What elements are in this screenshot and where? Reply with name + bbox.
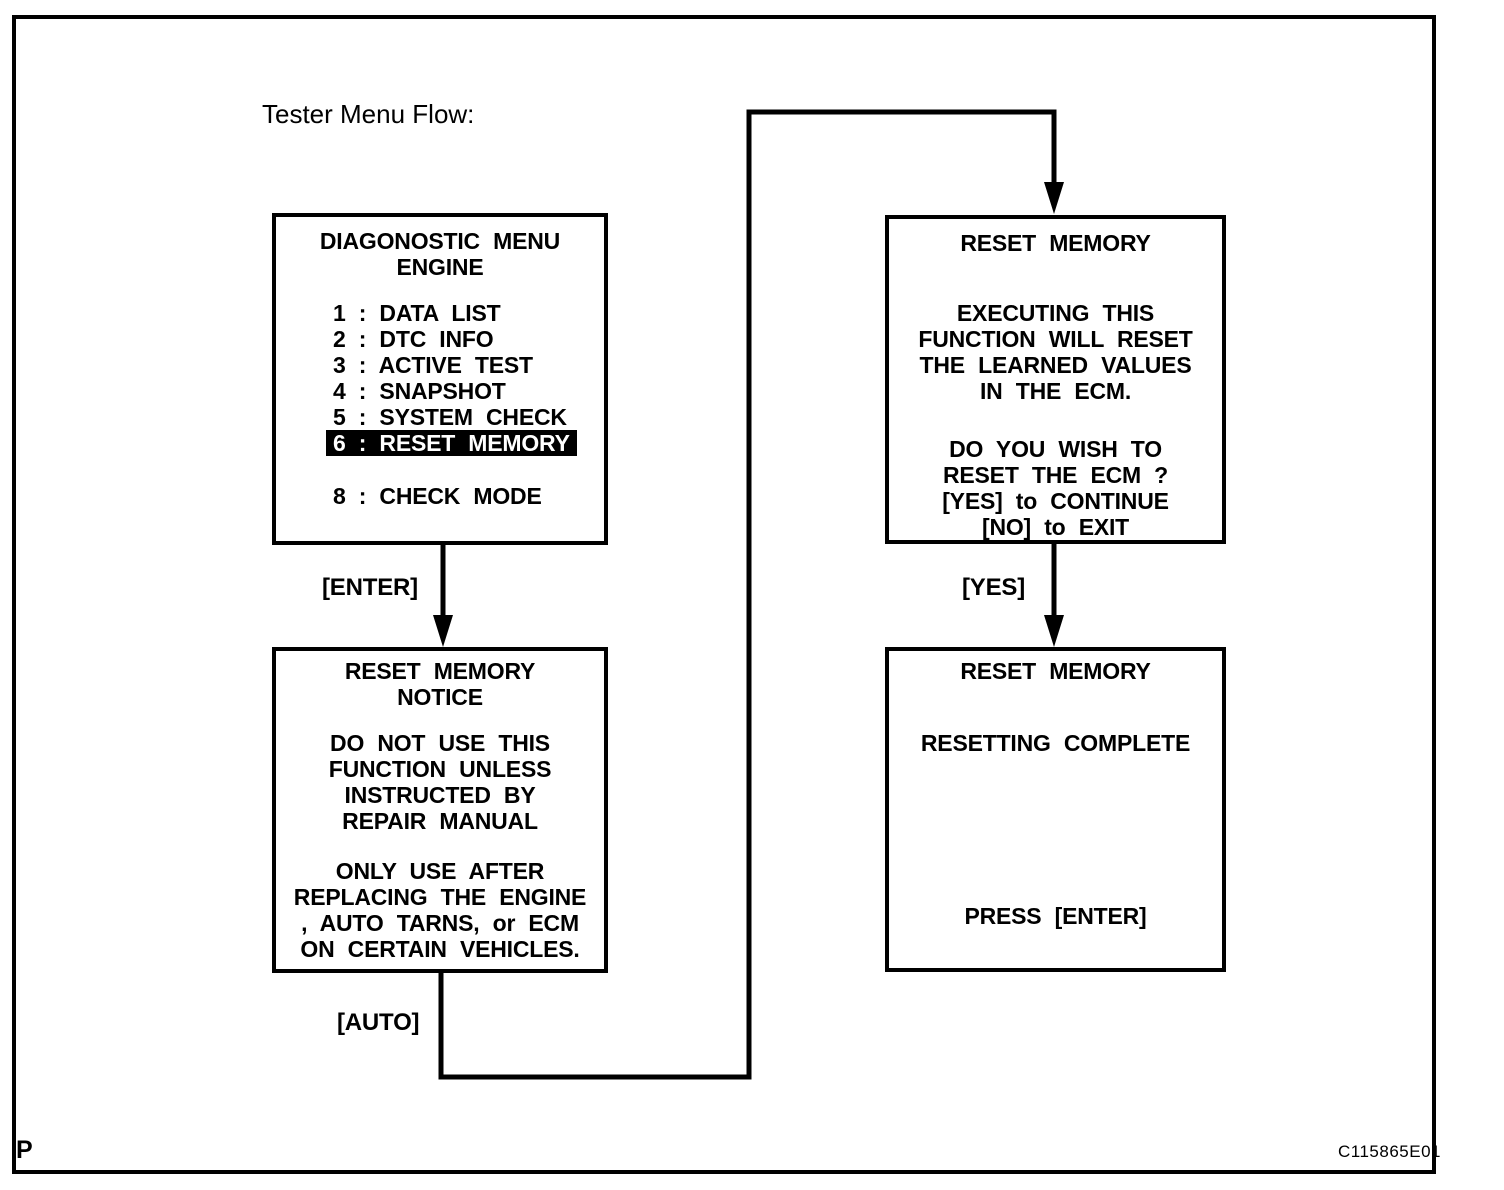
enter-arrowhead bbox=[433, 615, 453, 647]
confirm-body-text: EXECUTING THIS FUNCTION WILL RESET THE L… bbox=[889, 300, 1222, 404]
body-line: THE LEARNED VALUES bbox=[919, 352, 1192, 378]
figure-code: C115865E01 bbox=[1338, 1142, 1441, 1161]
auto-arrowhead bbox=[1044, 182, 1064, 214]
screen-subheading: ENGINE bbox=[396, 254, 484, 280]
menu-item-active-test: 3 : ACTIVE TEST bbox=[333, 352, 533, 378]
notice-usage-text: ONLY USE AFTER REPLACING THE ENGINE , AU… bbox=[276, 858, 604, 962]
body-line: ON CERTAIN VEHICLES. bbox=[300, 936, 580, 962]
menu-item-reset-memory-selected: 6 : RESET MEMORY bbox=[326, 430, 604, 456]
screen-diagnostic-menu: DIAGONOSTIC MENU ENGINE 1 : DATA LIST 2 … bbox=[272, 213, 608, 545]
body-line: INSTRUCTED BY bbox=[344, 782, 536, 808]
screen-heading: RESET MEMORY bbox=[344, 658, 536, 684]
body-line: REPAIR MANUAL bbox=[342, 808, 538, 834]
body-line: IN THE ECM. bbox=[979, 378, 1132, 404]
screen-reset-memory-confirm: RESET MEMORY EXECUTING THIS FUNCTION WIL… bbox=[885, 215, 1226, 544]
screen-heading: DIAGONOSTIC MENU bbox=[319, 228, 561, 254]
body-line: REPLACING THE ENGINE bbox=[293, 884, 587, 910]
body-line: RESET THE ECM ? bbox=[942, 462, 1168, 488]
body-line: [NO] to EXIT bbox=[981, 514, 1130, 540]
body-line: EXECUTING THIS bbox=[956, 300, 1155, 326]
notice-warning-text: DO NOT USE THIS FUNCTION UNLESS INSTRUCT… bbox=[276, 730, 604, 834]
enter-edge-label: [ENTER] bbox=[322, 574, 418, 601]
page-border-frame bbox=[12, 15, 1436, 1174]
menu-item-snapshot: 4 : SNAPSHOT bbox=[333, 378, 506, 404]
screen-resetting-complete: RESET MEMORY RESETTING COMPLETE PRESS [E… bbox=[885, 647, 1226, 972]
yes-arrowhead bbox=[1044, 615, 1064, 647]
yes-edge-label: [YES] bbox=[962, 574, 1026, 601]
menu-item-check-mode: 8 : CHECK MODE bbox=[333, 483, 542, 509]
menu-item-dtc-info: 2 : DTC INFO bbox=[333, 326, 494, 352]
confirm-prompt-text: DO YOU WISH TO RESET THE ECM ? [YES] to … bbox=[889, 436, 1222, 540]
body-line: FUNCTION UNLESS bbox=[328, 756, 552, 782]
body-line: FUNCTION WILL RESET bbox=[918, 326, 1193, 352]
body-line: [YES] to CONTINUE bbox=[942, 488, 1169, 514]
page-corner-letter: P bbox=[16, 1136, 33, 1164]
menu-item-system-check: 5 : SYSTEM CHECK bbox=[333, 404, 567, 430]
auto-connector-line bbox=[438, 109, 1057, 1080]
selected-item-highlight: 6 : RESET MEMORY bbox=[326, 430, 577, 456]
auto-edge-label: [AUTO] bbox=[337, 1009, 420, 1036]
screen-reset-memory-notice: RESET MEMORY NOTICE DO NOT USE THIS FUNC… bbox=[272, 647, 608, 973]
menu-item-list: 1 : DATA LIST 2 : DTC INFO 3 : ACTIVE TE… bbox=[276, 300, 604, 509]
body-line: , AUTO TARNS, or ECM bbox=[301, 910, 579, 936]
screen-subheading: NOTICE bbox=[397, 684, 483, 710]
body-line: ONLY USE AFTER bbox=[335, 858, 545, 884]
page-title: Tester Menu Flow: bbox=[262, 99, 475, 129]
footer-prompt: PRESS [ENTER] bbox=[964, 903, 1147, 929]
screen-heading: RESET MEMORY bbox=[960, 230, 1151, 256]
menu-item-data-list: 1 : DATA LIST bbox=[333, 300, 501, 326]
body-line: DO NOT USE THIS bbox=[330, 730, 550, 756]
screen-heading: RESET MEMORY bbox=[960, 658, 1151, 684]
status-text: RESETTING COMPLETE bbox=[920, 730, 1191, 756]
body-line: DO YOU WISH TO bbox=[949, 436, 1162, 462]
